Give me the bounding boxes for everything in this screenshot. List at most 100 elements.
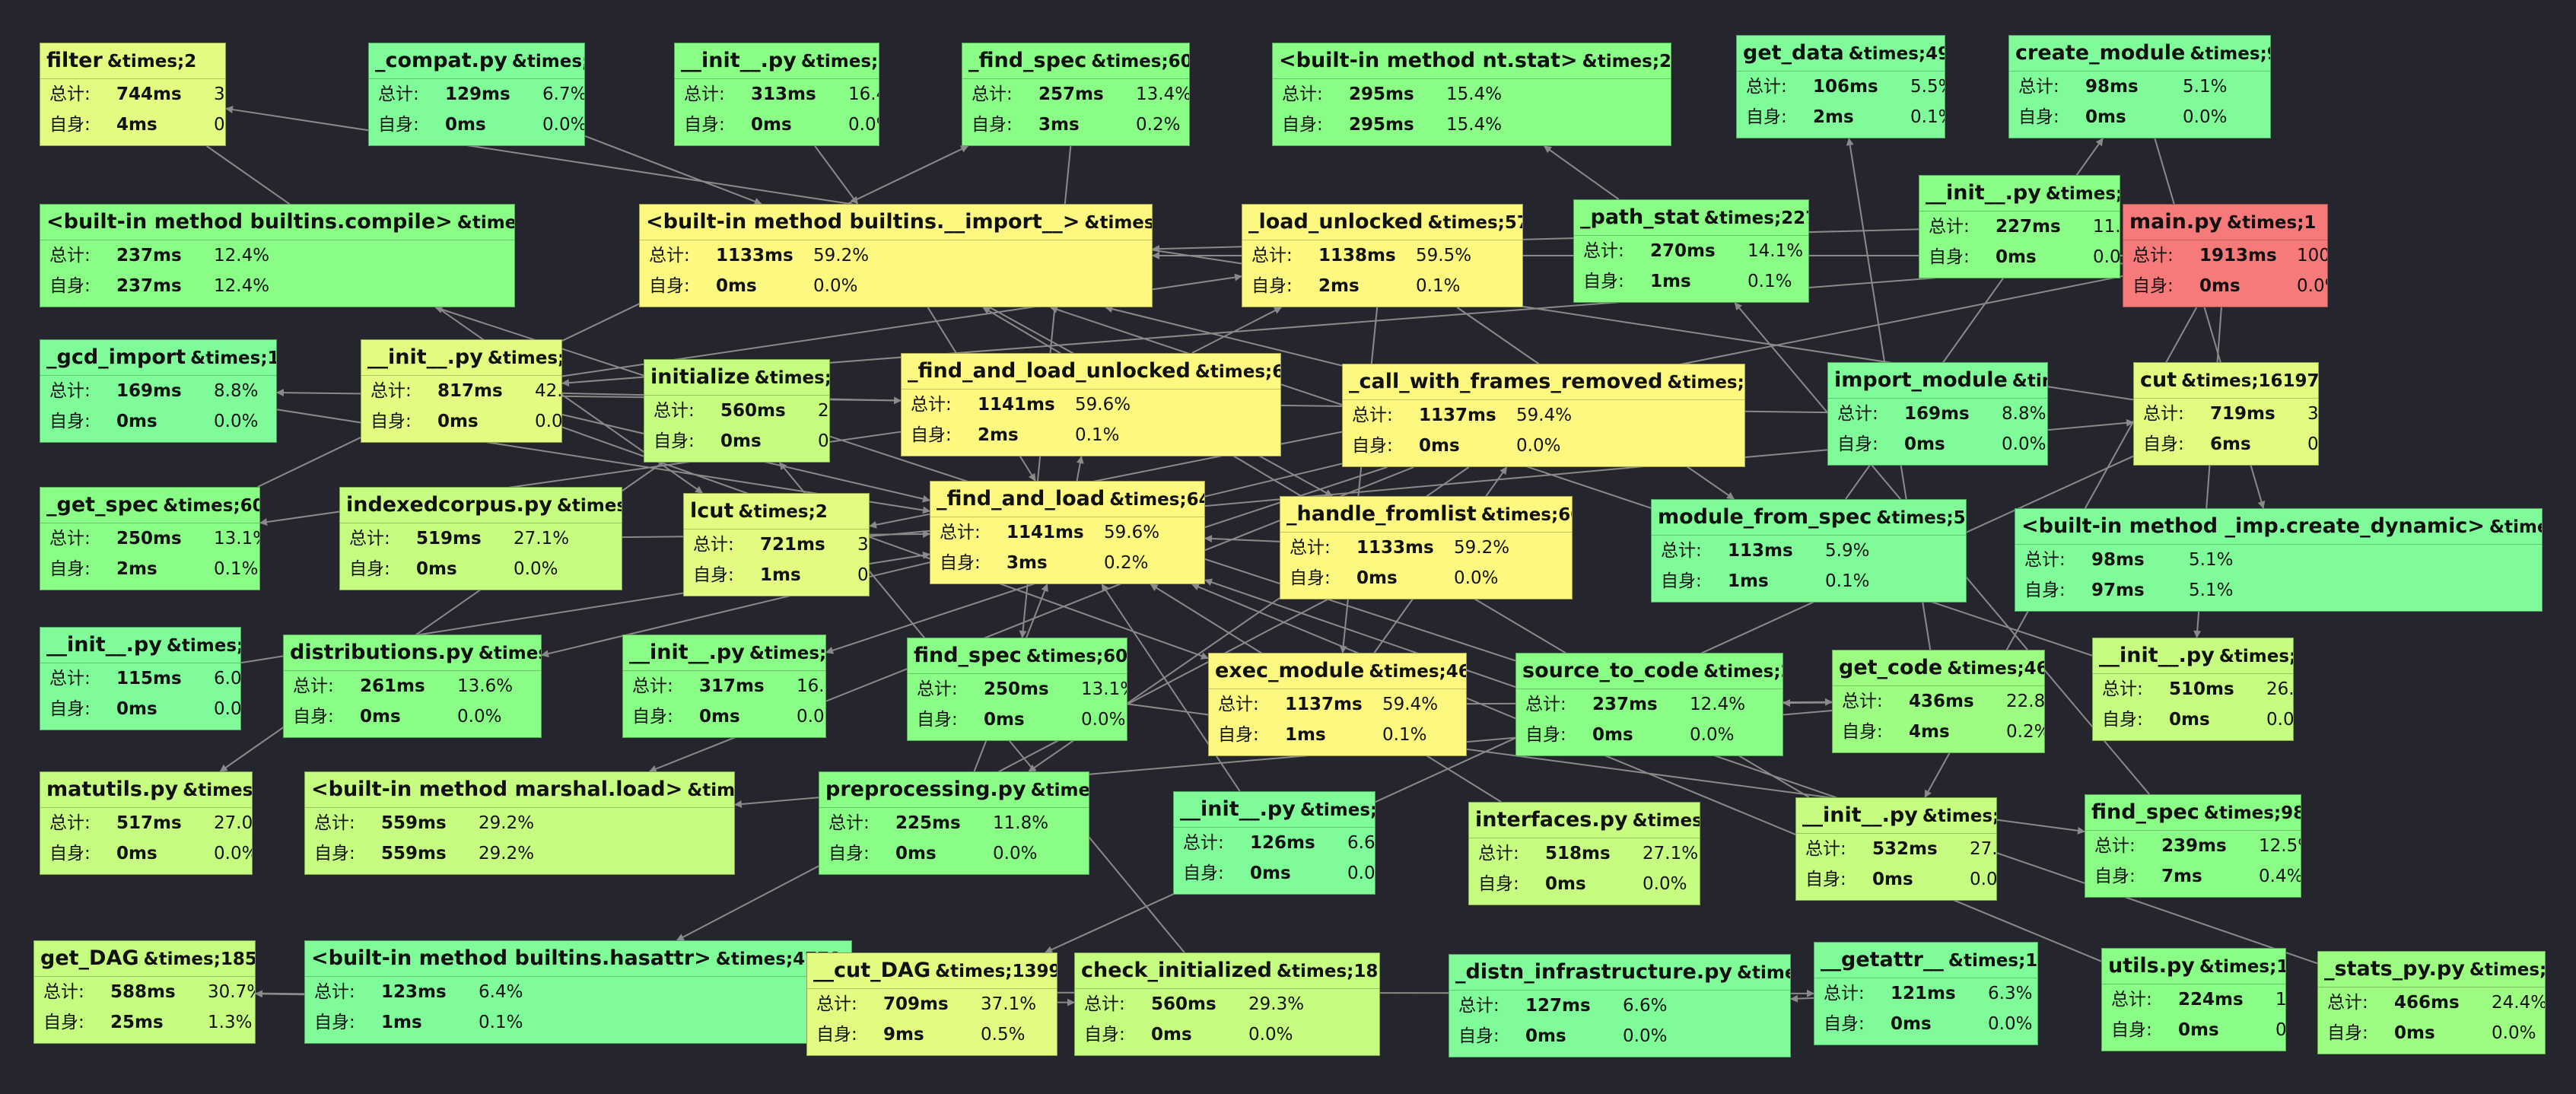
call-count: &times;13999	[935, 962, 1057, 981]
total-percent: 59.4%	[1382, 695, 1439, 714]
self-percent: 0.0%	[1970, 870, 1996, 889]
self-label: 自身:	[49, 412, 91, 431]
function-node[interactable]: _call_with_frames_removed&times;894 总计:1…	[1342, 364, 1745, 467]
function-node[interactable]: _find_and_load&times;641 总计:1141ms59.6% …	[930, 481, 1205, 584]
function-name: __getattr__	[1821, 948, 1944, 972]
function-name: _find_spec	[968, 49, 1087, 72]
total-label: 总计:	[972, 84, 1013, 104]
self-label: 自身:	[1837, 434, 1878, 454]
function-node[interactable]: module_from_spec&times;564 总计:113ms5.9% …	[1651, 499, 1967, 603]
count-value: 467	[2024, 659, 2044, 679]
function-node[interactable]: check_initialized&times;1858 总计:560ms29.…	[1074, 952, 1380, 1056]
function-node[interactable]: <built-in method nt.stat>&times;2590 总计:…	[1272, 43, 1671, 146]
function-node[interactable]: _handle_fromlist&times;608 总计:1133ms59.2…	[1280, 496, 1573, 599]
call-count: &times;609	[1091, 52, 1189, 72]
total-label: 总计:	[1290, 538, 1331, 558]
function-name: matutils.py	[46, 778, 179, 801]
total-time: 115ms	[116, 669, 182, 689]
self-percent: 0.1%	[1748, 272, 1792, 291]
count-prefix: &times;	[2181, 371, 2259, 391]
function-node[interactable]: utils.py&times;1 总计:224ms11.7% 自身:0ms0.0…	[2101, 948, 2286, 1051]
function-name: <built-in method marshal.load>	[311, 778, 683, 801]
count-prefix: &times;	[143, 949, 221, 969]
function-node[interactable]: <built-in method builtins.hasattr>&times…	[304, 940, 852, 1044]
function-name: _get_spec	[46, 493, 159, 517]
self-time: 0ms	[1545, 874, 1586, 894]
count-prefix: &times;	[2190, 44, 2267, 64]
function-node[interactable]: <built-in method builtins.compile>&times…	[40, 204, 515, 307]
call-count: &times;1	[1633, 811, 1700, 831]
count-prefix: &times;	[163, 496, 240, 516]
total-percent: 27.0%	[214, 813, 252, 833]
total-time: 719ms	[2210, 404, 2275, 424]
function-node[interactable]: _distn_infrastructure.py&times;1 总计:127m…	[1449, 954, 1791, 1057]
function-node[interactable]: <built-in method builtins.__import__>&ti…	[639, 204, 1153, 307]
self-time: 0ms	[1592, 725, 1633, 745]
call-count: &times;1	[1031, 781, 1089, 800]
self-label: 自身:	[2094, 867, 2136, 886]
node-header: indexedcorpus.py&times;1	[340, 488, 622, 523]
self-time: 559ms	[381, 844, 447, 863]
function-node[interactable]: <built-in method _imp.create_dynamic>&ti…	[2015, 508, 2543, 612]
node-header: matutils.py&times;1	[40, 772, 252, 808]
call-count: &times;2	[107, 52, 196, 72]
call-count: &times;572	[1427, 213, 1522, 233]
total-percent: 37.7%	[857, 535, 869, 555]
self-label: 自身:	[2111, 1020, 2152, 1040]
self-time: 0ms	[116, 699, 157, 719]
self-percent: 0.1%	[1416, 276, 1461, 296]
self-label: 自身:	[2018, 107, 2059, 127]
function-name: __init__.py	[681, 49, 797, 72]
function-node[interactable]: _load_unlocked&times;572 总计:1138ms59.5% …	[1242, 204, 1523, 307]
function-node[interactable]: <built-in method marshal.load>&times;1 总…	[304, 771, 735, 875]
call-count: &times;496	[1849, 44, 1945, 64]
function-name: __init__.py	[2099, 644, 2215, 667]
self-label: 自身:	[1746, 107, 1787, 127]
total-label: 总计:	[1583, 241, 1624, 261]
function-node[interactable]: _find_and_load_unlocked&times;632 总计:114…	[901, 353, 1281, 456]
total-label: 总计:	[1251, 246, 1293, 266]
